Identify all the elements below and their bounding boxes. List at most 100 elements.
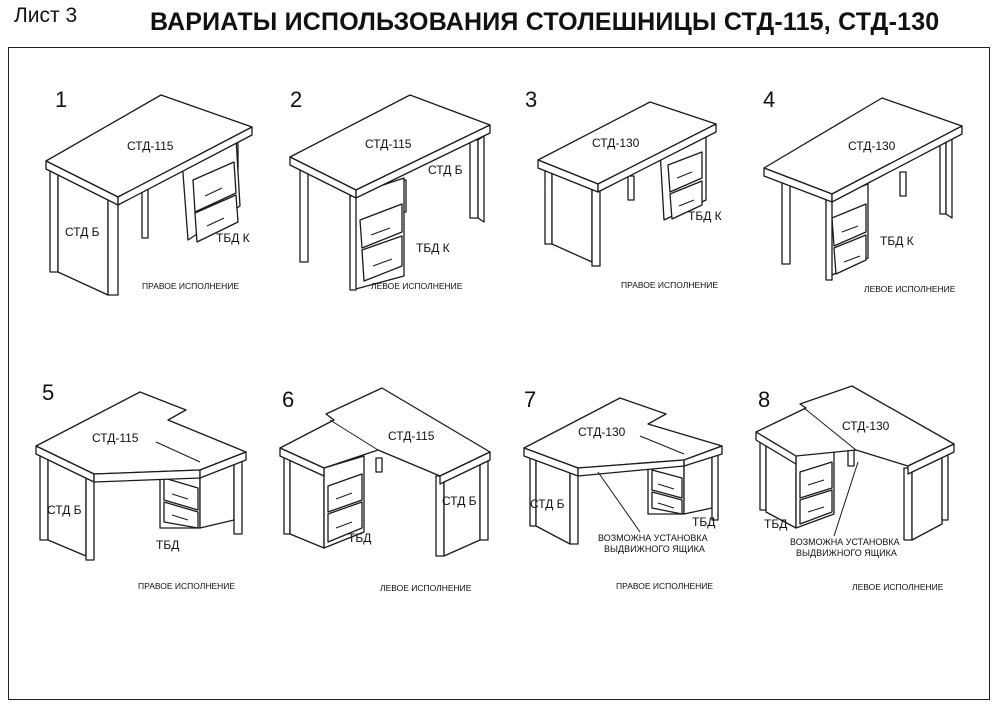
drawer-handle [372, 258, 393, 267]
desk-leg [941, 451, 949, 521]
desk-top-edge [199, 451, 247, 479]
desk-leg [939, 139, 947, 215]
legs-label: СТД Б [530, 497, 565, 511]
desk-top-edge [755, 431, 797, 465]
leader-line [833, 461, 859, 537]
tabletop-label: СТД-115 [365, 137, 412, 151]
drawer-handle [206, 217, 225, 227]
cabinet-label: ТБД [348, 531, 371, 545]
variant-2: 2 СТД-115 СТД Б ТБД К ЛЕВОЕ ИСПОЛНЕНИЕ [289, 87, 491, 291]
desk-top-edge [683, 445, 723, 467]
cabinet-label: ТБД [156, 538, 179, 552]
desk-leg [283, 451, 291, 535]
tabletop-label: СТД-130 [848, 139, 896, 153]
drawer-handle [841, 225, 859, 233]
variant-6: 6 СТД-115 СТД Б ТБД ЛЕВОЕ ИСПОЛНЕНИЕ [279, 387, 491, 593]
drawer [651, 469, 683, 499]
variant-number: 8 [758, 387, 770, 412]
tabletop-label: СТД-130 [578, 425, 626, 439]
desk-top-joint [155, 441, 201, 463]
sheet-number: Лист 3 [14, 4, 78, 27]
desk-top-joint [803, 407, 857, 451]
tabletop-label: СТД-115 [388, 429, 435, 443]
desk-leg [85, 477, 95, 561]
variant-number: 4 [763, 87, 775, 112]
drawer-handle [171, 493, 189, 500]
desk-leg [903, 467, 913, 541]
desk-leg [781, 175, 791, 265]
desk-top-joint [329, 419, 379, 451]
side-panel [945, 135, 953, 219]
cabinet-label: ТБД К [216, 231, 250, 245]
drawer [833, 234, 867, 275]
desk-top-edge [831, 125, 963, 203]
desk-leg [759, 435, 767, 511]
drawer [669, 180, 703, 220]
desk-leg [899, 171, 907, 197]
desk-leg [299, 167, 309, 263]
variant-number: 3 [525, 87, 537, 112]
drawer [359, 203, 403, 249]
variant-caption: ЛЕВОЕ ИСПОЛНЕНИЕ [371, 281, 463, 291]
desk-leg [141, 185, 149, 239]
page-title: ВАРИАТЫ ИСПОЛЬЗОВАНИЯ СТОЛЕШНИЦЫ СТД-115… [150, 8, 940, 36]
drawer-handle [335, 492, 353, 500]
desk-leg [107, 197, 119, 296]
cabinet-label: ТБД [692, 515, 715, 529]
variant-caption: ЛЕВОЕ ИСПОЛНЕНИЕ [852, 582, 944, 592]
variant-caption: ЛЕВОЕ ИСПОЛНЕНИЕ [380, 583, 472, 593]
tabletop-label: СТД-130 [592, 136, 640, 150]
drawer [667, 151, 703, 193]
variant-caption: ЛЕВОЕ ИСПОЛНЕНИЕ [864, 284, 956, 294]
drawer [799, 461, 833, 499]
variant-8: 8 СТД-130 ТБД ВОЗМОЖНА УСТАНОВКА ВЫДВИЖН… [755, 385, 955, 592]
desk-top-edge [597, 123, 717, 193]
variant-number: 2 [290, 87, 302, 112]
drawer-handle [657, 483, 675, 490]
legs-label: СТД Б [47, 503, 82, 517]
variant-4: 4 СТД-130 ТБД К ЛЕВОЕ ИСПОЛНЕНИЕ [763, 87, 963, 294]
variant-caption: ПРАВОЕ ИСПОЛНЕНИЕ [621, 280, 718, 290]
drawer-handle [807, 506, 825, 513]
drawer-handle [843, 255, 861, 263]
drawer-handle [678, 199, 695, 207]
variant-number: 5 [42, 380, 54, 405]
desk-leg [479, 455, 489, 541]
drawer [192, 161, 237, 213]
tabletop-label: СТД-115 [92, 431, 139, 445]
desk-leg [39, 449, 49, 541]
drawer [799, 489, 833, 525]
desk-leg [469, 139, 479, 219]
legs-label: СТД Б [65, 225, 100, 239]
drawing-frame [8, 47, 990, 700]
legs-label: СТД Б [428, 163, 463, 177]
desk-top-edge [355, 124, 491, 199]
drawer-handle [807, 479, 825, 486]
drawer-handle [657, 502, 675, 509]
variant-number: 1 [55, 87, 67, 112]
variant-caption: ПРАВОЕ ИСПОЛНЕНИЕ [142, 281, 239, 291]
drawer [163, 501, 199, 529]
drawer-handle [204, 187, 223, 197]
drawer [327, 501, 363, 543]
variant-number: 6 [282, 387, 294, 412]
variant-number: 7 [524, 387, 536, 412]
desk-leg [435, 475, 445, 557]
desk-top-edge [439, 451, 491, 485]
side-panel [477, 135, 485, 223]
variant-caption: ПРАВОЕ ИСПОЛНЕНИЕ [616, 581, 713, 591]
desk-leg [825, 199, 833, 281]
cabinet-label: ТБД [764, 517, 787, 531]
variant-3: 3 СТД-130 ТБД К ПРАВОЕ ИСПОЛНЕНИЕ [525, 87, 722, 290]
desk-leg [627, 175, 635, 201]
drawer [194, 194, 239, 243]
drawer [361, 235, 403, 282]
cabinet-label: ТБД К [416, 241, 450, 255]
legs-label: СТД Б [442, 494, 477, 508]
drawer-note: ВЫДВИЖНОГО ЯЩИКА [604, 544, 705, 554]
desk-top-joint [639, 435, 685, 455]
drawer-handle [171, 514, 189, 521]
drawer-handle [370, 227, 391, 236]
cabinet-label: ТБД К [880, 234, 914, 248]
